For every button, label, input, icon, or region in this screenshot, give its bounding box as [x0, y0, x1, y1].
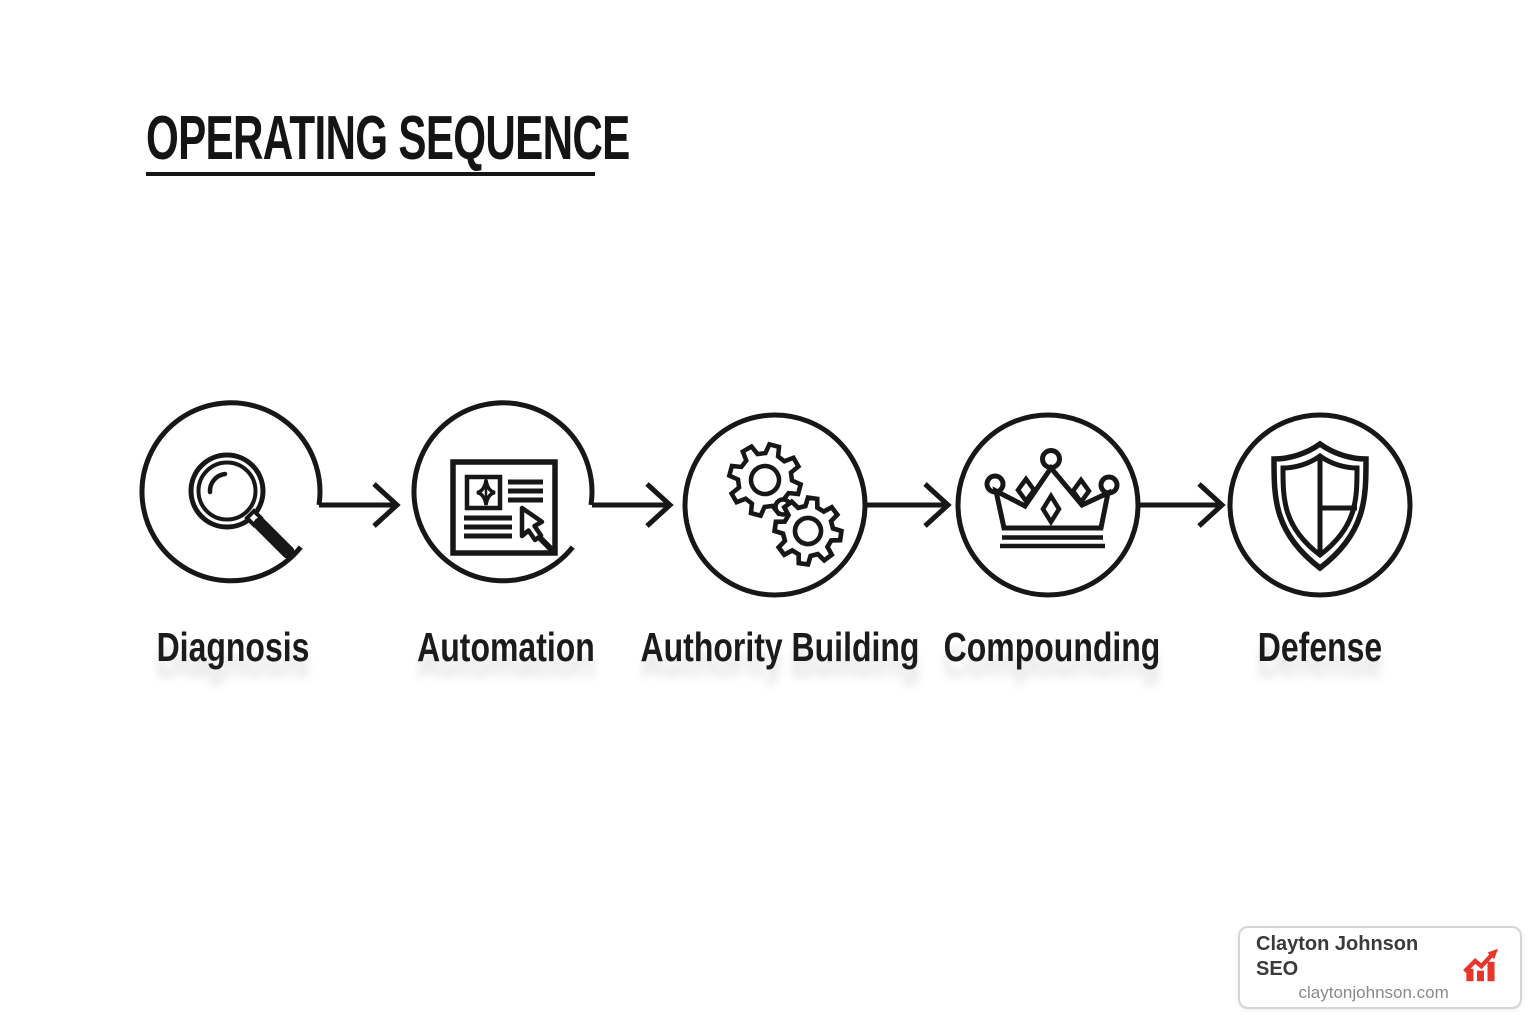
attribution-badge: Clayton Johnson SEO claytonjohnson.com — [1238, 926, 1522, 1009]
stage-label-automation: Automation — [417, 624, 595, 670]
stage-label-compounding: Compounding — [943, 624, 1161, 670]
arrow-4-icon — [1138, 482, 1226, 528]
arrow-1-icon — [319, 482, 401, 528]
shield-icon — [1271, 440, 1369, 572]
badge-website: claytonjohnson.com — [1298, 982, 1449, 1002]
magnifier-icon — [188, 452, 295, 559]
stage-label-authority: Authority Building — [640, 624, 920, 670]
stage-label-defense: Defense — [1257, 624, 1383, 670]
arrow-3-icon — [865, 482, 952, 528]
stage-circle-defense — [1227, 412, 1413, 598]
page-title: OPERATING SEQUENCE — [146, 104, 630, 173]
title-underline — [146, 172, 595, 176]
document-cursor-icon — [450, 459, 558, 556]
stage-circle-automation — [411, 400, 595, 584]
arrow-2-icon — [592, 482, 674, 528]
growth-chart-icon — [1462, 948, 1498, 981]
badge-author-name: Clayton Johnson SEO — [1256, 932, 1419, 980]
gears-icon — [726, 441, 845, 568]
crown-icon — [984, 448, 1120, 549]
stage-label-diagnosis: Diagnosis — [156, 624, 310, 670]
stage-circle-diagnosis — [139, 400, 323, 584]
